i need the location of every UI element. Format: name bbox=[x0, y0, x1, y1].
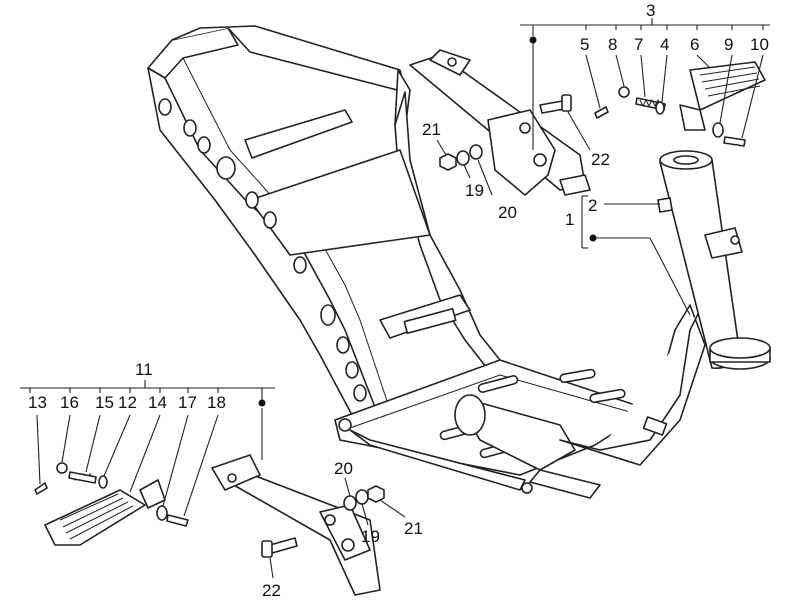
callout-1: 1 bbox=[565, 210, 574, 229]
callout-labels: 3 5 8 7 4 6 9 10 21 19 20 22 2 1 11 13 1… bbox=[28, 1, 769, 600]
callout-20-lower: 20 bbox=[334, 459, 353, 478]
callout-21-upper: 21 bbox=[422, 120, 441, 139]
scooter-frame bbox=[147, 25, 706, 499]
upper-nut-stack bbox=[439, 144, 483, 171]
callout-18: 18 bbox=[207, 393, 226, 412]
callout-13: 13 bbox=[28, 393, 47, 412]
lower-footpeg-assembly bbox=[34, 462, 189, 546]
group-11-marker-dot bbox=[258, 399, 266, 407]
callout-5: 5 bbox=[580, 35, 589, 54]
lower-nut-stack bbox=[343, 485, 385, 511]
callout-19-lower: 19 bbox=[361, 527, 380, 546]
callout-15: 15 bbox=[95, 393, 114, 412]
callout-4: 4 bbox=[660, 35, 669, 54]
callout-16: 16 bbox=[60, 393, 79, 412]
callout-10: 10 bbox=[750, 35, 769, 54]
callout-14: 14 bbox=[148, 393, 167, 412]
group-3-marker-dot bbox=[529, 36, 537, 44]
frame-holes bbox=[158, 98, 367, 402]
callout-8: 8 bbox=[608, 35, 617, 54]
upper-stand-bracket bbox=[409, 49, 591, 196]
lower-stand-bracket bbox=[211, 454, 381, 596]
callout-2: 2 bbox=[588, 196, 597, 215]
callout-22-lower: 22 bbox=[262, 581, 281, 600]
upper-footpeg-assembly bbox=[539, 61, 766, 147]
group-1-marker-dot bbox=[589, 234, 597, 242]
leader-lines bbox=[20, 18, 770, 579]
callout-22-upper: 22 bbox=[591, 150, 610, 169]
callout-19-upper: 19 bbox=[465, 181, 484, 200]
callout-11: 11 bbox=[135, 360, 153, 379]
callout-3: 3 bbox=[646, 1, 655, 20]
callout-7: 7 bbox=[634, 35, 643, 54]
steering-head-tube bbox=[657, 150, 771, 370]
callout-21-lower: 21 bbox=[404, 519, 423, 538]
callout-6: 6 bbox=[690, 35, 699, 54]
callout-20-upper: 20 bbox=[498, 203, 517, 222]
callout-17: 17 bbox=[178, 393, 197, 412]
callout-9: 9 bbox=[724, 35, 733, 54]
callout-12: 12 bbox=[118, 393, 137, 412]
